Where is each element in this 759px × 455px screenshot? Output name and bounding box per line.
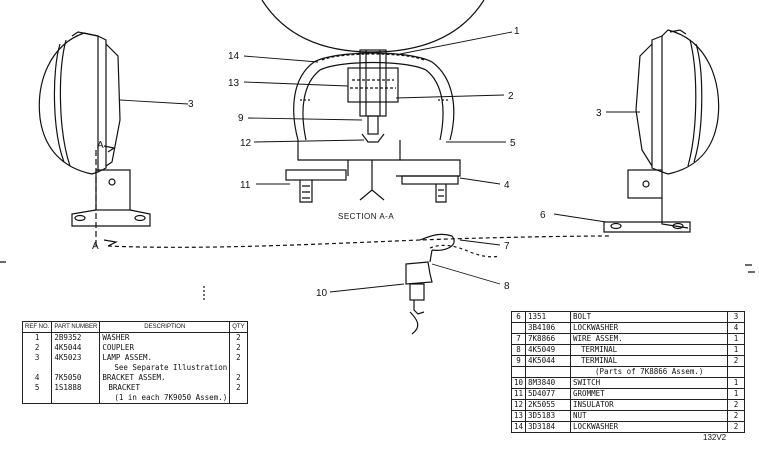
- parts-table-right: 6 1351 BOLT 3 3B4106 LOCKWASHER 4 7 7K88…: [510, 311, 745, 433]
- callout-14: 14: [228, 51, 240, 62]
- table-row: 3 4K5023 LAMP ASSEM. 2: [21, 353, 248, 363]
- callout-13: 13: [228, 78, 240, 89]
- figure-code: 132V2: [703, 433, 727, 442]
- section-arrow-upper: [103, 145, 116, 153]
- leader-3-left: [119, 99, 189, 105]
- callout-3-left: 3: [188, 99, 194, 110]
- section-label: SECTION A-A: [338, 212, 394, 221]
- table-row: 10 8M3840 SWITCH 1: [510, 377, 745, 389]
- leader-4: [459, 177, 501, 185]
- leader-8: [431, 263, 501, 285]
- callout-10: 10: [316, 288, 328, 299]
- leader-1: [399, 31, 513, 55]
- table-row: 7 7K8866 WIRE ASSEM. 1: [510, 333, 745, 345]
- callout-1: 1: [514, 26, 520, 37]
- wire-harness: [107, 233, 611, 335]
- section-arrow-lower: [103, 239, 118, 247]
- table-row: 13 3D5183 NUT 2: [510, 410, 745, 422]
- table-row: 5 1S1888 BRACKET 2: [21, 383, 248, 393]
- table-row: 4 7K5050 BRACKET ASSEM. 2: [21, 373, 248, 383]
- section-mark-a-lower: A: [92, 241, 99, 252]
- callout-8: 8: [504, 281, 510, 292]
- header-ref: REF NO.: [21, 321, 53, 333]
- table-row: 12 2K5055 INSULATOR 2: [510, 399, 745, 411]
- parts-table-left: REF NO. PART NUMBER DESCRIPTION QTY 1 2B…: [21, 321, 248, 404]
- header-desc: DESCRIPTION: [99, 321, 231, 333]
- callout-5: 5: [510, 138, 516, 149]
- callout-2: 2: [508, 91, 514, 102]
- leader-9: [247, 117, 363, 121]
- section-mark-a-upper: A: [97, 140, 104, 151]
- callout-11: 11: [240, 180, 251, 191]
- header-qty: QTY: [229, 321, 248, 333]
- table-row: 8 4K5049 TERMINAL 1: [510, 344, 745, 356]
- leader-12: [253, 139, 365, 143]
- table-row: 9 4K5044 TERMINAL 2: [510, 355, 745, 367]
- table-header-row: REF NO. PART NUMBER DESCRIPTION QTY: [21, 321, 248, 333]
- table-row: 3B4106 LOCKWASHER 4: [510, 322, 745, 334]
- callout-7: 7: [504, 241, 510, 252]
- callout-3-right: 3: [596, 108, 602, 119]
- table-row: 14 3D3184 LOCKWASHER 2: [510, 421, 745, 433]
- callout-12: 12: [240, 138, 252, 149]
- table-row: 11 5D4077 GROMMET 1: [510, 388, 745, 400]
- table-row: 2 4K5044 COUPLER 2: [21, 343, 248, 353]
- header-part: PART NUMBER: [51, 321, 101, 333]
- right-lamp-assembly: [603, 29, 720, 233]
- callout-9: 9: [238, 113, 244, 124]
- leader-10: [329, 283, 405, 293]
- table-row: (Parts of 7K8866 Assem.): [510, 366, 745, 378]
- leader-2: [395, 94, 505, 99]
- table-row: See Separate Illustration: [21, 363, 248, 373]
- leader-14: [243, 55, 319, 63]
- leader-13: [243, 81, 349, 87]
- section-a-a-view: [261, 0, 485, 203]
- table-row: 1 2B9352 WASHER 2: [21, 332, 248, 343]
- table-row: (1 in each 7K9050 Assem.): [21, 393, 248, 404]
- leader-7: [459, 239, 501, 246]
- callout-4: 4: [504, 180, 510, 191]
- left-lamp-assembly: [38, 31, 151, 227]
- table-row: 6 1351 BOLT 3: [510, 311, 745, 323]
- leader-6: [553, 213, 607, 223]
- callout-6: 6: [540, 210, 546, 221]
